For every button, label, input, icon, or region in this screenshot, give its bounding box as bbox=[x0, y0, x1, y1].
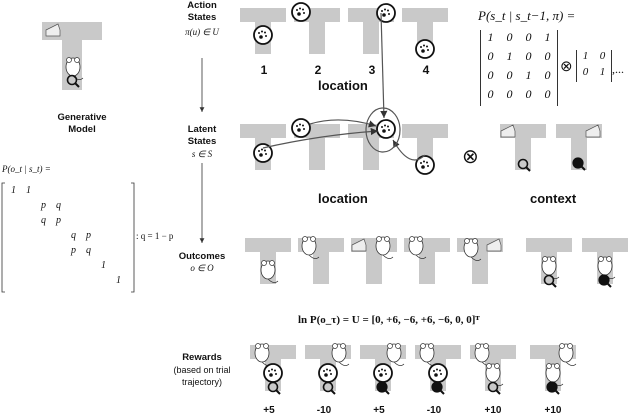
reward-value-5: +10 bbox=[484, 405, 502, 416]
likelihood-cell: q bbox=[86, 245, 91, 256]
generative-model-maze bbox=[42, 22, 102, 90]
likelihood-cell: q bbox=[41, 215, 46, 226]
transition-cell: 1 bbox=[544, 30, 551, 44]
action-maze-2 bbox=[291, 2, 340, 54]
transition-cell: 0 bbox=[525, 49, 532, 63]
likelihood-cell: q bbox=[71, 230, 76, 241]
transition-cell: 0 bbox=[544, 87, 551, 101]
transition-cell: 0 bbox=[487, 87, 494, 101]
context-transition-cell: 1 bbox=[599, 66, 606, 78]
transition-ellipsis: ,... bbox=[612, 62, 624, 76]
outcome-equation: ln P(o_τ) = U = [0, +6, −6, +6, −6, 0, 0… bbox=[298, 314, 480, 326]
top-location-label: location bbox=[318, 78, 368, 93]
likelihood-cell: q bbox=[56, 200, 61, 211]
latent-context-label: context bbox=[530, 191, 577, 206]
transition-label: P(s_t | s_t−1, π) = bbox=[478, 8, 576, 23]
reward-maze-3 bbox=[360, 343, 406, 395]
transition-cell: 0 bbox=[544, 68, 551, 82]
outcome-maze-6 bbox=[526, 238, 572, 288]
rewards-sublabel: (based on trial trajectory) bbox=[173, 365, 231, 387]
location-number-3: 3 bbox=[368, 63, 376, 77]
likelihood-cell: 1 bbox=[11, 185, 16, 196]
latent-otimes: ⊗ bbox=[462, 146, 479, 168]
transition-cell: 1 bbox=[506, 49, 513, 63]
likelihood-cell: p bbox=[71, 245, 76, 256]
latent-maze-4 bbox=[402, 124, 448, 175]
outcomes-label: Outcomes bbox=[178, 251, 226, 262]
transition-cell: 0 bbox=[525, 30, 532, 44]
transition-cell: 0 bbox=[525, 87, 532, 101]
transition-cell: 0 bbox=[487, 68, 494, 82]
reward-maze-5 bbox=[470, 343, 516, 395]
likelihood-cell: p bbox=[86, 230, 91, 241]
transition-otimes: ⊗ bbox=[560, 58, 573, 75]
transition-cell: 1 bbox=[487, 30, 494, 44]
latent-maze-3 bbox=[348, 119, 396, 170]
reward-maze-4 bbox=[415, 343, 461, 395]
action-maze-3 bbox=[348, 3, 396, 54]
outcome-maze-1 bbox=[245, 238, 291, 284]
likelihood-cell: 1 bbox=[101, 260, 106, 271]
location-number-1: 1 bbox=[260, 63, 268, 77]
action-states-label: Action States bbox=[187, 0, 217, 23]
reward-maze-1 bbox=[250, 343, 296, 395]
latent-maze-1 bbox=[240, 124, 286, 170]
context-transition-cell: 0 bbox=[582, 66, 589, 78]
outcome-maze-7 bbox=[582, 238, 628, 288]
transition-cell: 0 bbox=[506, 30, 513, 44]
transition-cell: 0 bbox=[506, 87, 513, 101]
context-transition-cell: 1 bbox=[582, 50, 589, 62]
context-transition-cell: 0 bbox=[599, 50, 606, 62]
latent-location-label: location bbox=[318, 191, 368, 206]
latent-maze-2 bbox=[291, 118, 340, 170]
latent-states-math: s ∈ S bbox=[191, 149, 213, 159]
location-number-4: 4 bbox=[422, 63, 430, 77]
reward-maze-6 bbox=[530, 343, 577, 395]
reward-value-4: -10 bbox=[426, 405, 442, 416]
location-number-2: 2 bbox=[314, 63, 322, 77]
outcomes-math: o ∈ O bbox=[190, 263, 214, 273]
context-maze-1 bbox=[500, 124, 546, 172]
likelihood-label: P(o_t | s_t) = bbox=[2, 164, 51, 174]
likelihood-cell: p bbox=[56, 215, 61, 226]
likelihood-cell: 1 bbox=[26, 185, 31, 196]
context-maze-2 bbox=[556, 124, 602, 171]
likelihood-cell: p bbox=[41, 200, 46, 211]
outcome-maze-4 bbox=[404, 236, 450, 284]
latent-states-label: Latent States bbox=[187, 124, 217, 147]
rewards-label: Rewards bbox=[182, 352, 222, 363]
outcome-maze-5 bbox=[457, 238, 503, 284]
outcome-maze-3 bbox=[351, 236, 397, 284]
action-maze-4 bbox=[402, 8, 448, 59]
reward-value-3: +5 bbox=[373, 405, 385, 416]
likelihood-cell: 1 bbox=[116, 275, 121, 286]
transition-cell: 0 bbox=[506, 68, 513, 82]
action-states-math: π(u) ∈ U bbox=[185, 27, 219, 37]
outcome-maze-2 bbox=[298, 236, 344, 284]
reward-maze-2 bbox=[305, 343, 351, 395]
likelihood-matrix-bracket bbox=[1, 182, 135, 293]
transition-cell: 1 bbox=[525, 68, 532, 82]
reward-value-6: +10 bbox=[544, 405, 562, 416]
reward-value-1: +5 bbox=[263, 405, 275, 416]
transition-cell: 0 bbox=[487, 49, 494, 63]
q-equation: : q = 1 − p bbox=[136, 231, 174, 241]
transition-arrows bbox=[262, 12, 426, 161]
transition-cell: 0 bbox=[544, 49, 551, 63]
action-maze-1 bbox=[240, 8, 286, 54]
reward-value-2: -10 bbox=[316, 405, 332, 416]
generative-model-label: Generative Model bbox=[57, 112, 107, 135]
